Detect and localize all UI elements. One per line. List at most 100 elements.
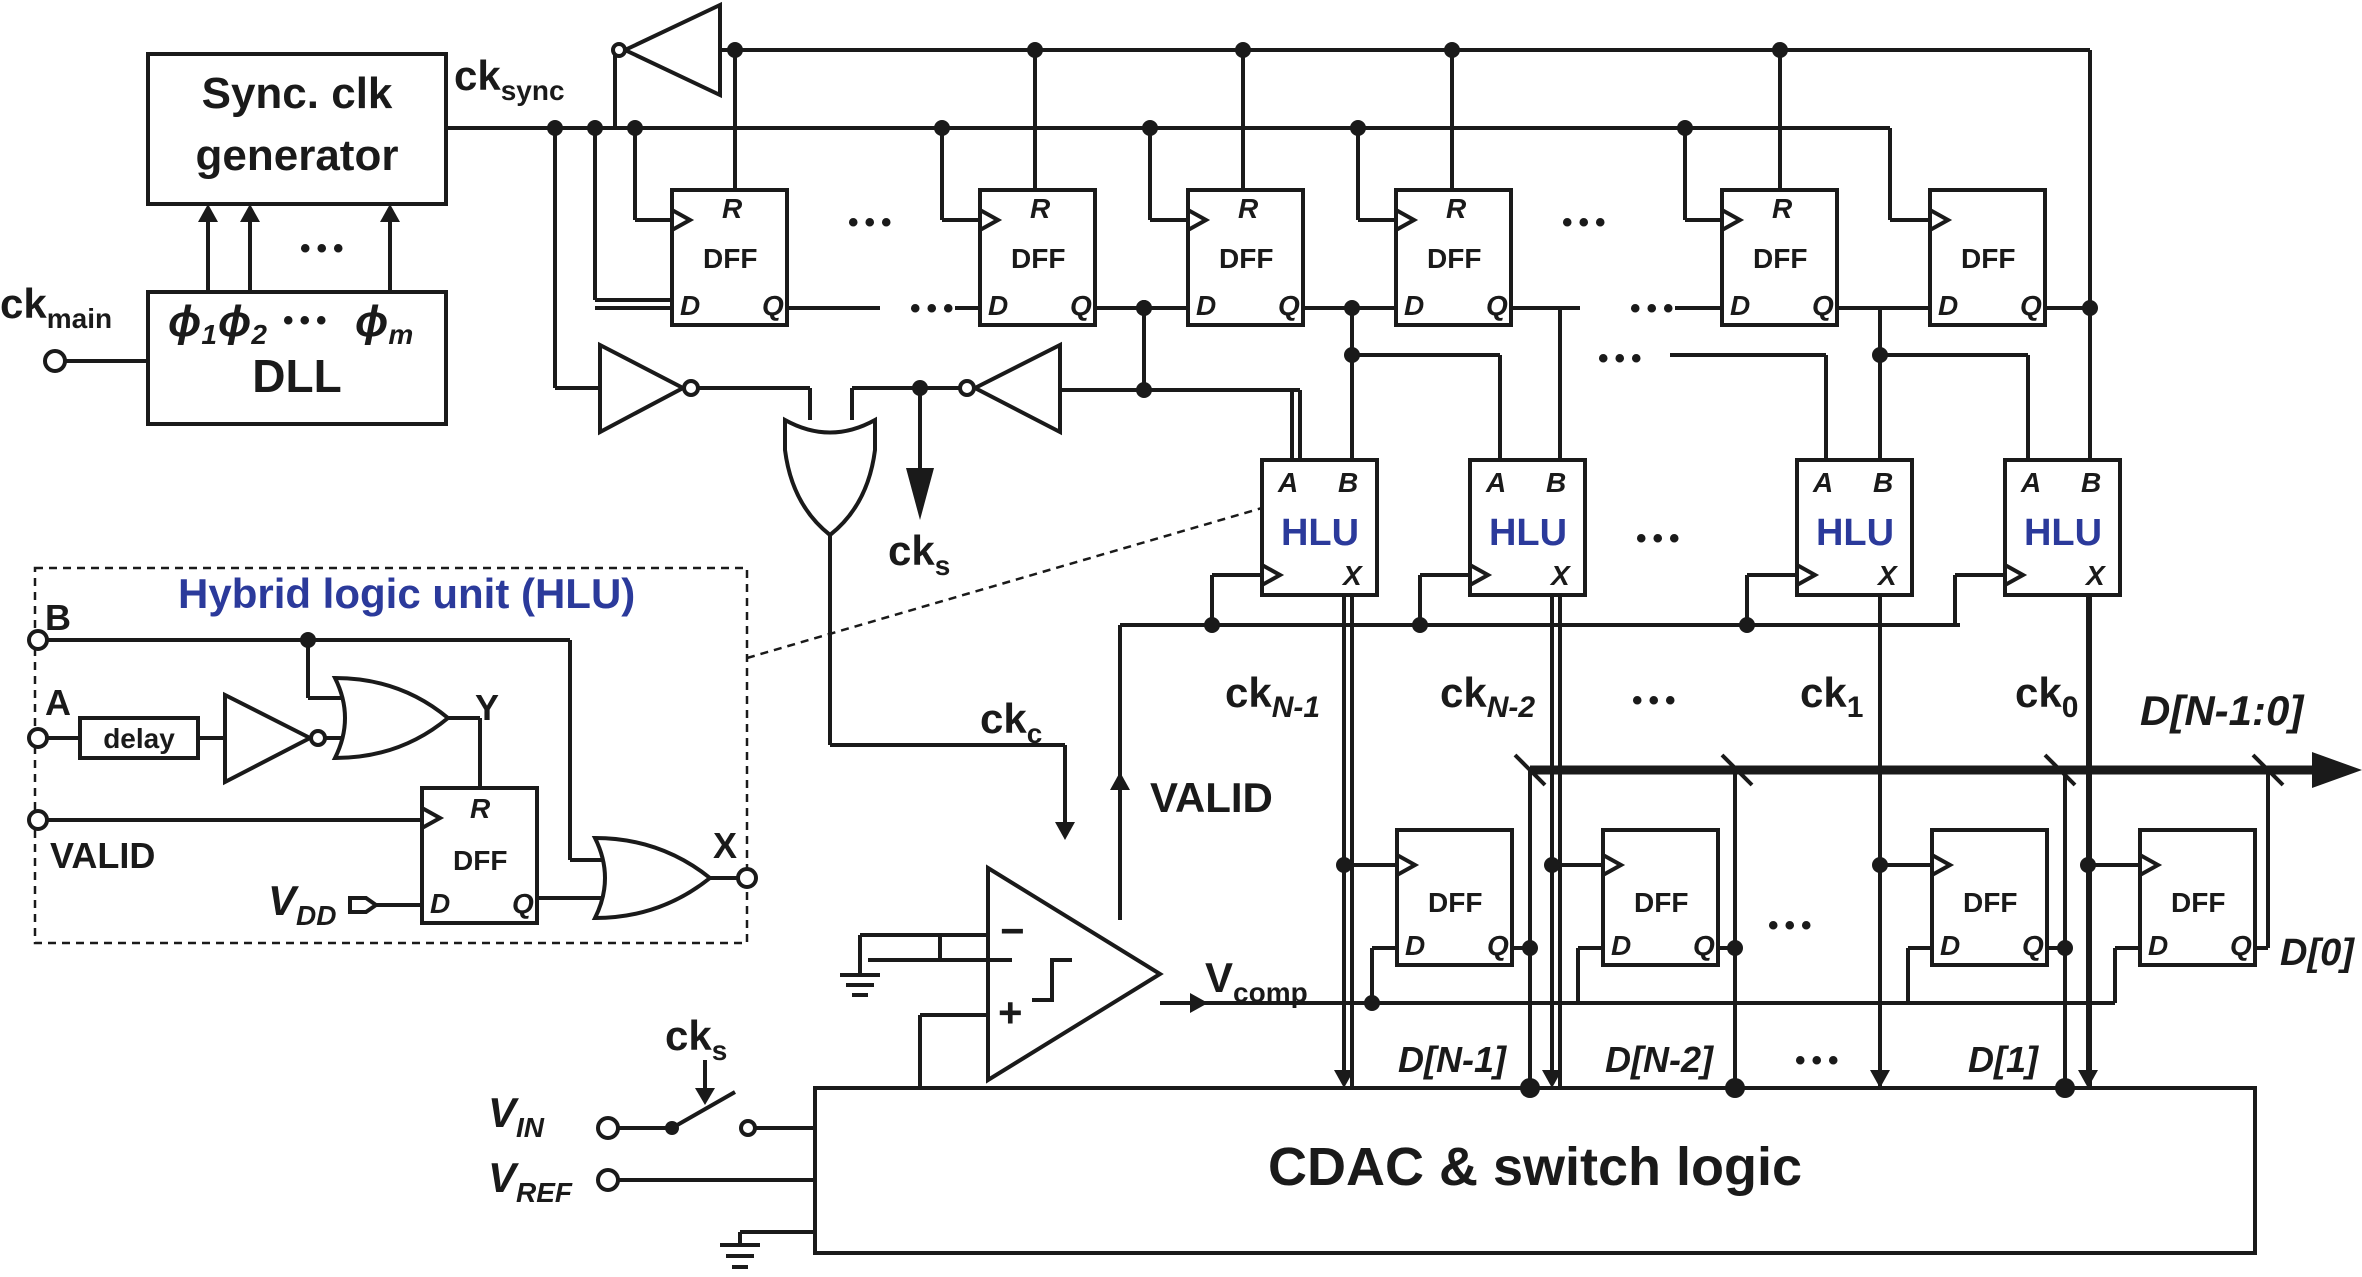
- svg-text:B: B: [1546, 467, 1566, 498]
- cks-label-bottom: cks: [665, 1012, 727, 1066]
- svg-text:delay: delay: [103, 723, 175, 754]
- svg-text:D: D: [2148, 930, 2168, 961]
- svg-text:A: A: [1277, 467, 1298, 498]
- dff-bottom-2: DFF D Q: [1601, 828, 1720, 967]
- hlu-row: A B HLU X A B HLU X A B HLU X A B HLU: [1260, 458, 2122, 597]
- dff-bottom-1: DFF D Q: [1395, 828, 1514, 967]
- svg-text:X: X: [1876, 560, 1899, 591]
- dff-top-3: R DFF D Q: [1186, 188, 1305, 327]
- svg-text:Q: Q: [2230, 930, 2252, 961]
- ck-n1-label: ckN-1: [1225, 669, 1320, 724]
- dff-top-4: R DFF D Q: [1394, 188, 1513, 327]
- svg-text:HLU: HLU: [1816, 512, 1894, 554]
- d-1-label: D[1]: [1968, 1039, 2039, 1080]
- valid-wiring: [1110, 573, 2005, 920]
- cdac-ground-symbol: [720, 1230, 815, 1269]
- svg-text:A: A: [1812, 467, 1833, 498]
- cksync-junctions: [547, 120, 1693, 136]
- svg-text:DFF: DFF: [1961, 243, 2015, 274]
- svg-text:VDD: VDD: [268, 877, 336, 931]
- chain-ellipsis-1: •••: [910, 292, 960, 325]
- sync-gen-label-2: generator: [196, 131, 399, 180]
- svg-text:R: R: [1446, 193, 1467, 224]
- hlu-inset-frame: [33, 566, 749, 945]
- top-ellipsis-2: •••: [1562, 206, 1612, 239]
- svg-text:D: D: [988, 290, 1008, 321]
- ck-0-label: ck0: [2015, 669, 2078, 724]
- svg-text:D: D: [1611, 930, 1631, 961]
- cdac-label: CDAC & switch logic: [1268, 1137, 1802, 1197]
- dll-label: DLL: [252, 350, 341, 402]
- cks-label-top: cks: [888, 527, 950, 581]
- svg-text:R: R: [470, 793, 491, 824]
- svg-text:D: D: [680, 290, 700, 321]
- top-dff-row: R DFF D Q R DFF D Q R DFF D Q R DFF D: [670, 188, 2047, 327]
- svg-text:Q: Q: [1487, 930, 1509, 961]
- dff-top-1: R DFF D Q: [670, 188, 789, 327]
- svg-text:Q: Q: [1278, 290, 1300, 321]
- comp-ground-symbol: [840, 933, 988, 997]
- svg-text:+: +: [998, 989, 1023, 1036]
- ck-1-label: ck1: [1800, 669, 1863, 724]
- svg-text:DFF: DFF: [1963, 887, 2017, 918]
- svg-text:A: A: [45, 682, 71, 723]
- vcomp-label: Vcomp: [1205, 954, 1308, 1008]
- svg-text:X: X: [1549, 560, 1572, 591]
- svg-text:DFF: DFF: [1427, 243, 1481, 274]
- svg-text:Q: Q: [1070, 290, 1092, 321]
- bus-label: D[N-1:0]: [2140, 687, 2305, 734]
- top-ellipsis-1: •••: [848, 206, 898, 239]
- svg-text:DFF: DFF: [1428, 887, 1482, 918]
- dff-chain-wiring: [595, 300, 2098, 316]
- cdac-input-arrows: [1334, 1070, 2098, 1098]
- hlu-inset-title: Hybrid logic unit (HLU): [178, 570, 635, 617]
- vin-switch: [596, 1060, 815, 1140]
- svg-text:D: D: [1196, 290, 1216, 321]
- svg-text:Q: Q: [2022, 930, 2044, 961]
- svg-text:D: D: [1730, 290, 1750, 321]
- dll-ellipsis: •••: [283, 304, 333, 337]
- svg-text:D: D: [1404, 290, 1424, 321]
- svg-text:−: −: [1000, 907, 1025, 954]
- bottom-dff-row: DFF D Q DFF D Q DFF D Q DFF D Q: [1395, 828, 2257, 967]
- svg-text:B: B: [1873, 467, 1893, 498]
- svg-text:A: A: [1485, 467, 1506, 498]
- hlu-2: A B HLU X: [1468, 458, 1587, 597]
- hlu-3: A B HLU X: [1795, 458, 1914, 597]
- dll-phase-arrows: [198, 204, 400, 292]
- svg-text:Q: Q: [1693, 930, 1715, 961]
- svg-text:HLU: HLU: [1489, 512, 1567, 554]
- first-q-branch: [1060, 300, 1302, 460]
- dll-arrow-ellipsis: •••: [300, 232, 350, 265]
- svg-text:VALID: VALID: [50, 835, 155, 876]
- svg-text:D: D: [430, 888, 450, 919]
- svg-text:B: B: [45, 597, 71, 638]
- hlu-ellipsis: •••: [1636, 522, 1686, 555]
- dff-top-2: R DFF D Q: [978, 188, 1097, 327]
- svg-text:Y: Y: [475, 687, 499, 728]
- hlu-x-lines: [1342, 595, 2090, 1080]
- svg-text:D: D: [1938, 290, 1958, 321]
- svg-text:X: X: [713, 825, 737, 866]
- vin-label: VIN: [488, 1089, 545, 1143]
- svg-text:D: D: [1940, 930, 1960, 961]
- svg-text:X: X: [2084, 560, 2107, 591]
- output-bus: [1513, 752, 2362, 788]
- svg-text:Q: Q: [2020, 290, 2042, 321]
- hlu-inset-circuit: B A delay Y R DFF D Q VALID VDD: [27, 597, 758, 931]
- valid-label: VALID: [1150, 774, 1273, 821]
- svg-text:A: A: [2020, 467, 2041, 498]
- svg-text:DFF: DFF: [2171, 887, 2225, 918]
- vcomp-wire: [1160, 993, 2115, 1013]
- svg-text:R: R: [722, 193, 743, 224]
- ckmain-label: ckmain: [0, 280, 112, 334]
- svg-text:R: R: [1238, 193, 1259, 224]
- dff-top-6: DFF D Q: [1928, 188, 2047, 327]
- svg-text:DFF: DFF: [453, 845, 507, 876]
- or-gate: [783, 416, 1075, 840]
- reset-taps: [727, 42, 1788, 190]
- vref-label: VREF: [488, 1154, 573, 1208]
- svg-text:Q: Q: [1486, 290, 1508, 321]
- svg-text:Q: Q: [512, 888, 534, 919]
- svg-text:DFF: DFF: [1634, 887, 1688, 918]
